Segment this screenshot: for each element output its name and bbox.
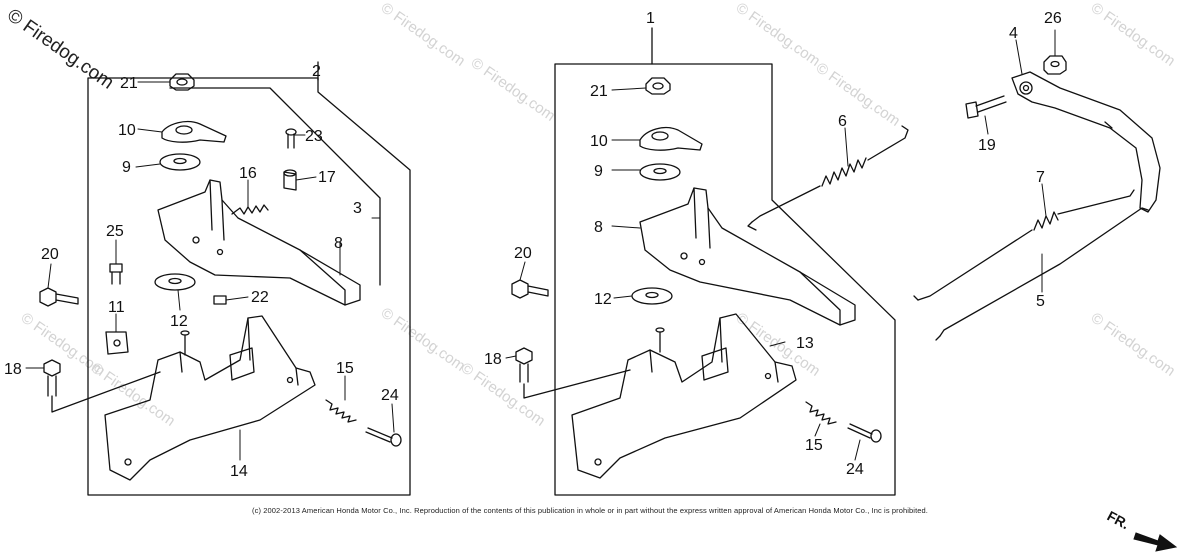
watermark-tile: © Firedog.com	[468, 54, 559, 124]
callout-label: 1	[646, 10, 655, 27]
choke-wire-icon	[913, 189, 1135, 301]
callout-label: 14	[230, 463, 248, 480]
flange-bolt-icon	[39, 287, 79, 307]
callout-label: 15	[805, 437, 823, 454]
washer-icon	[639, 163, 681, 181]
flange-bolt-icon	[43, 359, 61, 397]
left-subgroup-bracket	[169, 87, 381, 286]
control-base-icon	[157, 179, 361, 306]
callout-label: 17	[318, 169, 336, 186]
callout-label: 9	[594, 163, 603, 180]
spring-icon	[805, 401, 837, 425]
left-assembly	[39, 61, 411, 496]
control-rod-icon	[935, 207, 1149, 341]
governor-plate-icon	[161, 120, 227, 143]
flange-nut-icon	[169, 73, 195, 91]
callout-label: 10	[118, 122, 136, 139]
bolt-icon	[965, 95, 1007, 119]
front-direction-indicator: FR.	[1105, 508, 1178, 552]
control-lever-icon	[1011, 71, 1161, 213]
watermark-tile: © Firedog.com	[1088, 0, 1179, 70]
callout-label: 5	[1036, 293, 1045, 310]
callout-label: 12	[170, 313, 188, 330]
callout-numbers: 2 3 8 21 10 23 9 16 17 25 20 11 12 22 18…	[4, 10, 1062, 480]
callout-label: 8	[594, 219, 603, 236]
control-base-icon	[639, 187, 856, 326]
callout-label: 20	[41, 246, 59, 263]
center-assembly	[511, 27, 896, 496]
front-direction-label: FR.	[1105, 508, 1132, 533]
callout-label: 7	[1036, 169, 1045, 186]
callout-label: 21	[590, 83, 608, 100]
copyright-notice: (c) 2002-2013 American Honda Motor Co., …	[252, 506, 928, 515]
left-group-box	[87, 77, 411, 496]
callout-label: 15	[336, 360, 354, 377]
lower-bracket-icon	[104, 315, 316, 481]
callout-label: 20	[514, 245, 532, 262]
spring-icon	[325, 399, 357, 423]
throttle-wire-icon	[747, 125, 909, 231]
callout-label: 11	[108, 299, 125, 316]
callout-label: 26	[1044, 10, 1062, 27]
lower-bracket-icon	[571, 313, 797, 479]
leader-line	[523, 369, 631, 399]
callout-label: 6	[838, 113, 847, 130]
bolt-icon	[847, 423, 882, 443]
nut-icon	[1043, 55, 1067, 75]
square-nut-icon	[105, 331, 129, 355]
watermark-tile: © Firedog.com	[1088, 309, 1179, 379]
washer-icon	[631, 287, 673, 305]
callout-label: 4	[1009, 25, 1018, 42]
callout-label: 12	[594, 291, 612, 308]
callout-label: 24	[381, 387, 399, 404]
callout-label: 19	[978, 137, 996, 154]
bolt-icon	[365, 427, 402, 447]
flange-bolt-icon	[515, 347, 533, 383]
bolt-icon	[109, 263, 123, 285]
washer-icon	[154, 273, 196, 291]
watermark-corner: © Firedog.com	[3, 5, 117, 94]
callout-label: 24	[846, 461, 864, 478]
callout-label: 21	[120, 75, 138, 92]
callout-label: 13	[796, 335, 814, 352]
spring-icon	[231, 204, 269, 215]
right-parts	[747, 55, 1161, 341]
flange-nut-icon	[645, 77, 671, 95]
callout-label: 25	[106, 223, 124, 240]
callout-label: 10	[590, 133, 608, 150]
clip-icon	[213, 295, 227, 305]
callout-label: 23	[305, 128, 323, 145]
callout-label: 22	[251, 289, 269, 306]
callout-label: 2	[312, 63, 321, 80]
callout-label: 18	[484, 351, 502, 368]
watermark-tile: © Firedog.com	[813, 59, 904, 129]
callout-label: 16	[239, 165, 257, 182]
arrow-right-icon	[1133, 532, 1178, 552]
leader-line	[51, 371, 161, 413]
watermark-tile: © Firedog.com	[378, 0, 469, 70]
watermark-tile: © Firedog.com	[88, 359, 179, 429]
flange-bolt-icon	[511, 279, 549, 299]
callout-label: 18	[4, 361, 22, 378]
governor-plate-icon	[639, 126, 703, 151]
nut-icon	[283, 169, 297, 191]
watermark-tile: © Firedog.com	[733, 0, 824, 70]
callout-label: 8	[334, 235, 343, 252]
washer-icon	[159, 153, 201, 171]
callout-label: 3	[353, 200, 362, 217]
center-group-box	[554, 63, 896, 496]
callout-label: 9	[122, 159, 131, 176]
bolt-icon	[285, 128, 297, 149]
watermark-tile: © Firedog.com	[378, 304, 469, 374]
leader-lines	[25, 29, 1056, 461]
